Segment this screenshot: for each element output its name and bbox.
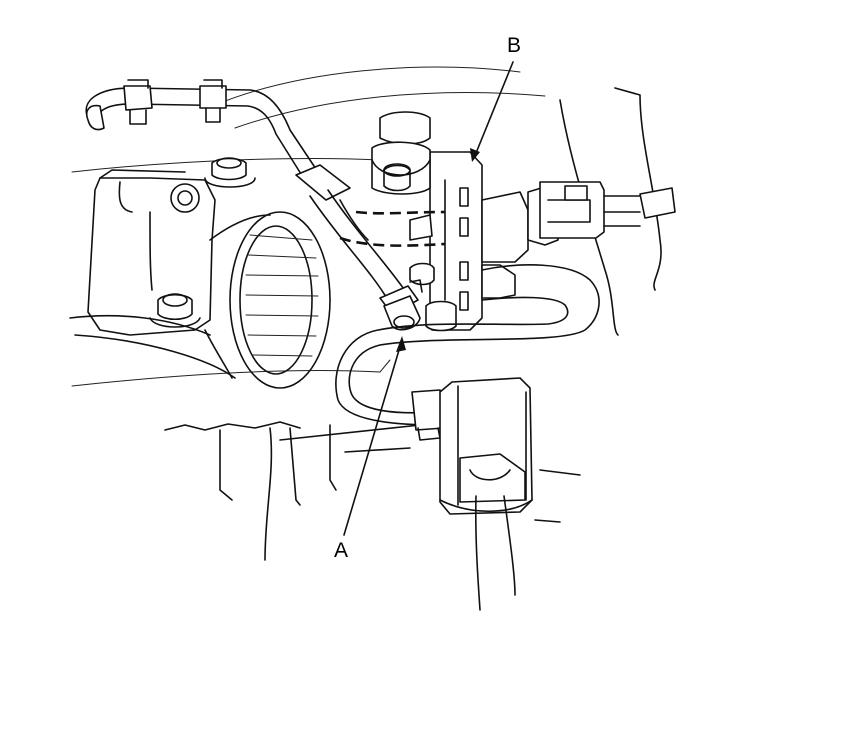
vacuum-hose-end [379,279,423,331]
body-panel-edges [559,87,662,336]
throttle-body-housing [69,157,331,389]
callout-leaders [343,61,514,536]
purge-control-solenoid-valve [339,111,676,332]
upper-vacuum-hose [85,79,407,301]
engine-background-contours [71,66,581,561]
callout-label-a: A [334,539,349,562]
looping-hose [335,264,600,441]
callout-label-b: B [507,34,522,57]
lower-canister-box [439,377,533,611]
